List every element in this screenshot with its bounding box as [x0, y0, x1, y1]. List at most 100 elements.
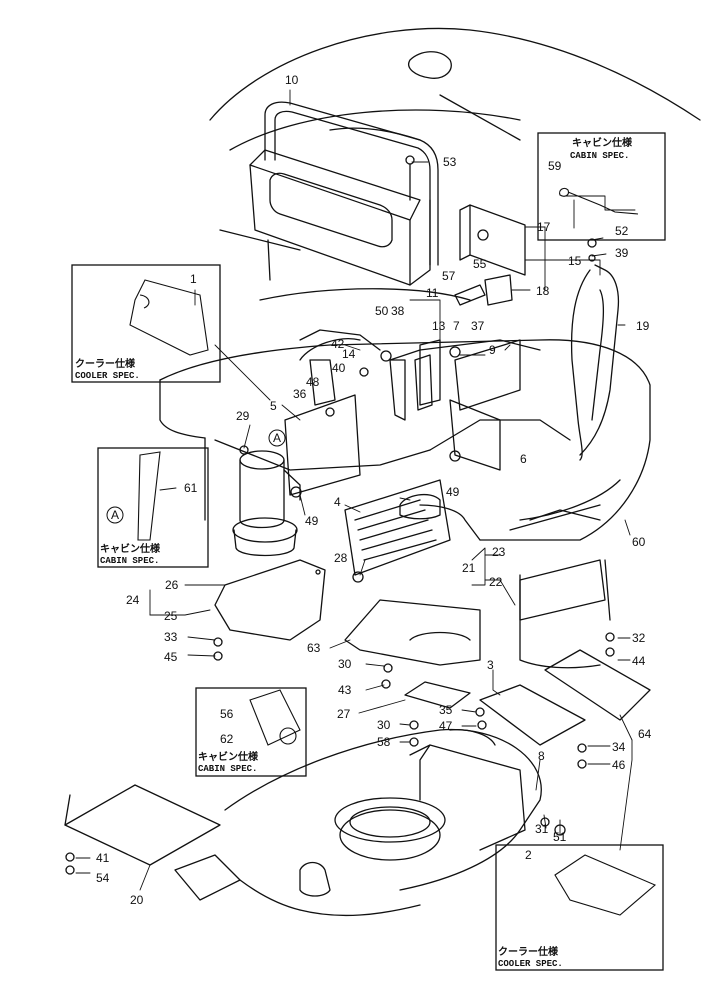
right-support-arm [570, 264, 620, 461]
inset-box-cabin-left [97, 447, 209, 568]
callout-8: 8 [538, 749, 545, 763]
callout-17: 17 [537, 220, 551, 234]
callout-30a: 30 [338, 657, 352, 671]
callout-20: 20 [130, 893, 144, 907]
callout-56: 56 [220, 707, 234, 721]
counterweight-frame [159, 329, 651, 541]
callout-9: 9 [489, 343, 496, 357]
callout-23: 23 [492, 545, 506, 559]
engine-cover-outline [209, 27, 701, 301]
bar-13 [414, 354, 433, 411]
plate-64 [544, 649, 651, 721]
callout-18: 18 [536, 284, 550, 298]
side-covers [519, 509, 611, 669]
callout-24: 24 [126, 593, 140, 607]
callout-26: 26 [165, 578, 179, 592]
callout-38: 38 [391, 304, 405, 318]
grille-panel [344, 479, 451, 576]
swing-post [232, 450, 301, 557]
callout-35: 35 [439, 703, 453, 717]
inset-cabin-top-title: キャビン仕様 [572, 136, 633, 149]
callout-14: 14 [342, 347, 356, 361]
callout-46: 46 [612, 758, 626, 772]
callout-30b: 30 [377, 718, 391, 732]
inset-box-cabin-top [537, 132, 666, 241]
callout-64: 64 [638, 727, 652, 741]
callout-48: 48 [306, 375, 320, 389]
callout-59: 59 [548, 159, 562, 173]
callout-31: 31 [535, 822, 549, 836]
callout-43: 43 [338, 683, 352, 697]
inset-cabin-left-title: キャビン仕様 [100, 542, 161, 555]
callout-37: 37 [471, 319, 485, 333]
callout-41: 41 [96, 851, 110, 865]
callout-54: 54 [96, 871, 110, 885]
callout-36: 36 [293, 387, 307, 401]
callout-28: 28 [334, 551, 348, 565]
callout-39: 39 [615, 246, 629, 260]
inset-cooler-left-sub: COOLER SPEC. [75, 371, 140, 381]
callout-numbers: 1 2 3 4 5 6 7 8 9 10 11 13 14 15 17 18 1… [96, 73, 652, 907]
inset-cabin-left-sub: CABIN SPEC. [100, 556, 159, 566]
callout-52: 52 [615, 224, 629, 238]
plate-20 [64, 784, 221, 866]
callout-5: 5 [270, 399, 277, 413]
plate-24 [214, 559, 326, 641]
callout-3: 3 [487, 658, 494, 672]
svg-text:A: A [273, 431, 281, 445]
marker-a-inset: A [106, 506, 124, 524]
inset-cooler-left-title: クーラー仕様 [75, 357, 136, 370]
callout-50: 50 [375, 304, 389, 318]
plate-27 [404, 681, 471, 709]
callout-51: 51 [553, 830, 567, 844]
inset-cooler-bottom-sub: COOLER SPEC. [498, 959, 563, 969]
handrail-step-assembly [249, 101, 439, 286]
callout-57: 57 [442, 269, 456, 283]
callout-4: 4 [334, 495, 341, 509]
callout-21: 21 [462, 561, 476, 575]
plate-63 [344, 599, 481, 666]
callout-29: 29 [236, 409, 250, 423]
bracket-17 [454, 204, 526, 306]
callout-61: 61 [184, 481, 198, 495]
callout-32: 32 [632, 631, 646, 645]
callout-19: 19 [636, 319, 650, 333]
callout-49a: 49 [446, 485, 460, 499]
callout-25: 25 [164, 609, 178, 623]
callout-40: 40 [332, 361, 346, 375]
svg-text:A: A [111, 508, 119, 522]
callout-62: 62 [220, 732, 234, 746]
callout-33: 33 [164, 630, 178, 644]
center-frame-plates [284, 338, 521, 496]
callout-58: 58 [377, 735, 391, 749]
inset-cabin-bottom-sub: CABIN SPEC. [198, 764, 257, 774]
callout-45: 45 [164, 650, 178, 664]
callout-2: 2 [525, 848, 532, 862]
callout-63: 63 [307, 641, 321, 655]
callout-60: 60 [632, 535, 646, 549]
inset-cabin-bottom-title: キャビン仕様 [198, 750, 259, 763]
callout-27: 27 [337, 707, 351, 721]
callout-7: 7 [453, 319, 460, 333]
callout-15: 15 [568, 254, 582, 268]
lower-base-frame [174, 728, 542, 917]
callout-6: 6 [520, 452, 527, 466]
callout-53: 53 [443, 155, 457, 169]
inset-cooler-bottom-title: クーラー仕様 [498, 945, 559, 958]
inset-box-cabin-bottom [195, 687, 307, 777]
callout-34: 34 [612, 740, 626, 754]
fastener-parts [65, 155, 615, 875]
callout-13: 13 [432, 319, 446, 333]
plate-3 [479, 684, 586, 746]
callout-11: 11 [426, 286, 439, 300]
callout-44: 44 [632, 654, 646, 668]
callout-49b: 49 [305, 514, 319, 528]
callout-42: 42 [331, 337, 345, 351]
callout-1: 1 [190, 272, 197, 286]
callout-22: 22 [489, 575, 503, 589]
inset-box-cooler-left [71, 264, 221, 383]
callout-10: 10 [285, 73, 299, 87]
marker-a-main: A [268, 429, 286, 447]
